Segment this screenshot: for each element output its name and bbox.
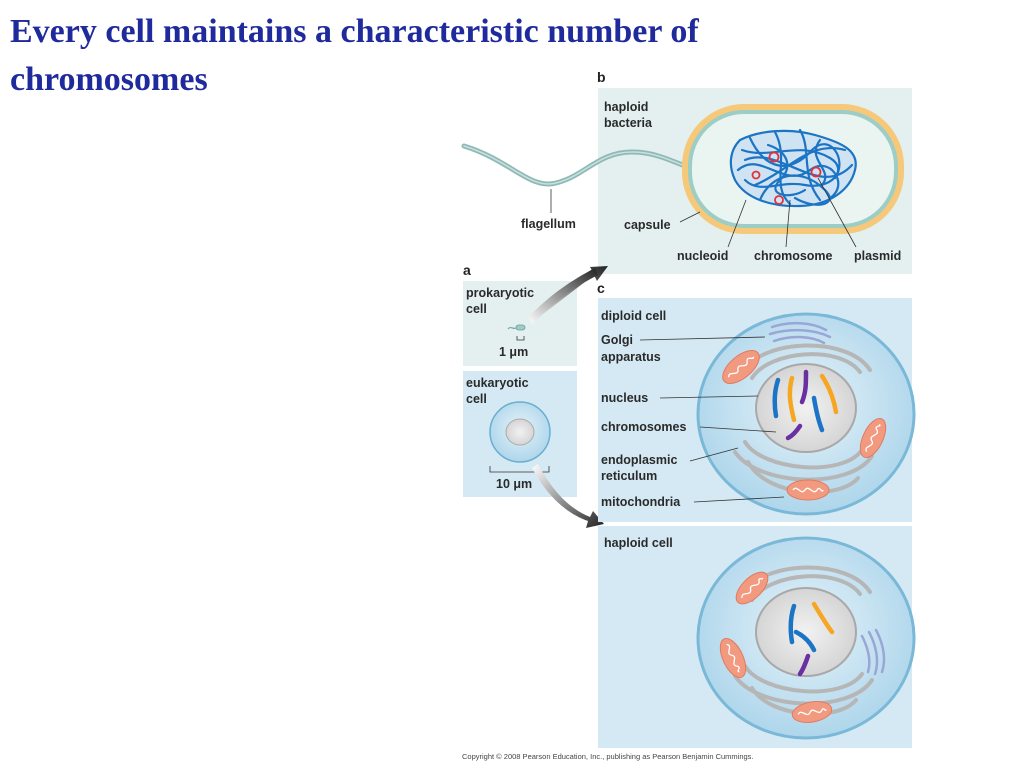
nucleus-leader	[659, 395, 759, 399]
haploid-mitochondria	[719, 571, 833, 723]
prokaryotic-label-1: prokaryotic	[466, 286, 534, 300]
haploid-chromosomes	[788, 601, 835, 677]
prokaryotic-scale-bar	[516, 336, 525, 341]
panel-a-letter: a	[463, 262, 471, 278]
prokaryotic-label-2: cell	[466, 302, 487, 316]
diploid-cell-title: diploid cell	[601, 309, 666, 323]
haploid-nucleus	[755, 587, 857, 677]
diploid-nucleus	[755, 363, 857, 453]
mitochondria-leader	[693, 496, 785, 503]
nucleoid	[729, 128, 857, 208]
mitochondria-label: mitochondria	[601, 495, 681, 509]
golgi-label-1: Golgi	[601, 333, 633, 347]
panel-b-letter: b	[597, 69, 606, 85]
haploid-bacteria-label-1: haploid	[604, 100, 648, 114]
chromosome-leader	[785, 199, 791, 248]
panel-haploid: haploid cell	[598, 526, 916, 748]
er-leader	[689, 447, 739, 462]
nucleoid-leader	[727, 199, 747, 248]
capsule-leader	[679, 211, 701, 223]
diploid-golgi	[768, 321, 832, 345]
plasmids	[751, 151, 822, 205]
plasmid-leader	[817, 177, 857, 248]
eukaryotic-scale-bar	[489, 466, 550, 473]
plasmid-label: plasmid	[854, 249, 901, 263]
golgi-leader	[639, 336, 766, 341]
chromosomes-leader	[699, 426, 777, 433]
arrow-to-eukaryote	[532, 464, 604, 528]
diploid-chromosomes	[772, 369, 839, 441]
eukaryotic-label-2: cell	[466, 392, 487, 406]
er-label-2: reticulum	[601, 469, 657, 483]
small-nucleus	[505, 418, 535, 446]
chromosome-label: chromosome	[754, 249, 833, 263]
nucleus-label: nucleus	[601, 391, 648, 405]
panel-b: b haploid bacteria	[461, 69, 912, 274]
flagellum-label: flagellum	[521, 217, 576, 231]
haploid-golgi	[860, 628, 886, 676]
golgi-label-2: apparatus	[601, 350, 661, 364]
er-label-1: endoplasmic	[601, 453, 677, 467]
copyright-notice: Copyright © 2008 Pearson Education, Inc.…	[462, 752, 754, 761]
panel-c-letter: c	[597, 280, 605, 296]
prokaryotic-scale-label: 1 μm	[499, 345, 528, 359]
eukaryotic-scale-label: 10 μm	[496, 477, 532, 491]
arrow-to-bacteria	[530, 266, 608, 324]
chromosomes-label: chromosomes	[601, 420, 686, 434]
capsule-label: capsule	[624, 218, 671, 232]
haploid-bacteria-label-2: bacteria	[604, 116, 653, 130]
nucleoid-label: nucleoid	[677, 249, 728, 263]
haploid-cell-title: haploid cell	[604, 536, 673, 550]
tiny-bacterium	[515, 324, 526, 331]
panel-c: c diploid cell	[597, 280, 916, 522]
eukaryotic-label-1: eukaryotic	[466, 376, 529, 390]
panel-a: a prokaryotic cell 1 μm eukaryotic cell …	[463, 262, 608, 528]
diploid-mitochondria	[722, 350, 887, 501]
slide-title: Every cell maintains a characteristic nu…	[10, 13, 699, 98]
